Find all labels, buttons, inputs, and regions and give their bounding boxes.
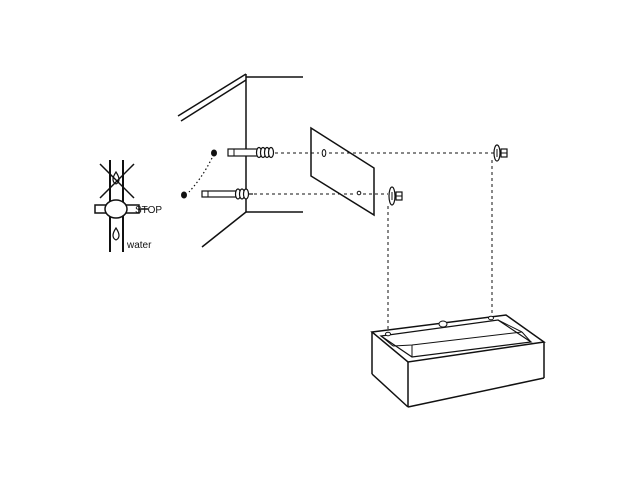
plate-hole-lower (356, 190, 362, 196)
drill-hole-link (188, 157, 213, 193)
alignment-lines (254, 152, 496, 333)
right-washer-nut (493, 144, 508, 162)
basin-mount-hole-left (385, 331, 391, 337)
lower-wall-plug (201, 188, 253, 200)
water-drop-icon (112, 226, 120, 241)
shutoff-valve-icon (94, 199, 148, 219)
water-label: water (126, 240, 152, 251)
sink-basin (370, 314, 546, 408)
mounting-plate (310, 126, 375, 217)
basin-mount-hole-right (488, 315, 494, 321)
crossed-out-icon (99, 163, 135, 199)
stop-label: STOP (135, 205, 162, 216)
middle-washer-nut (388, 186, 403, 206)
drill-holes (181, 149, 217, 199)
lower-plug-ribs (234, 188, 250, 200)
basin-tap-hole (438, 320, 448, 328)
plate-slot-upper (321, 149, 327, 157)
upper-wall-plug (227, 146, 275, 159)
drill-hole-lower (181, 191, 187, 199)
drill-hole-upper (211, 149, 217, 157)
water-valve-group: STOP water (94, 160, 162, 252)
wall-corner (177, 73, 303, 248)
water-drop-icon-upper (112, 170, 120, 185)
upper-plug-ribs (255, 146, 275, 159)
